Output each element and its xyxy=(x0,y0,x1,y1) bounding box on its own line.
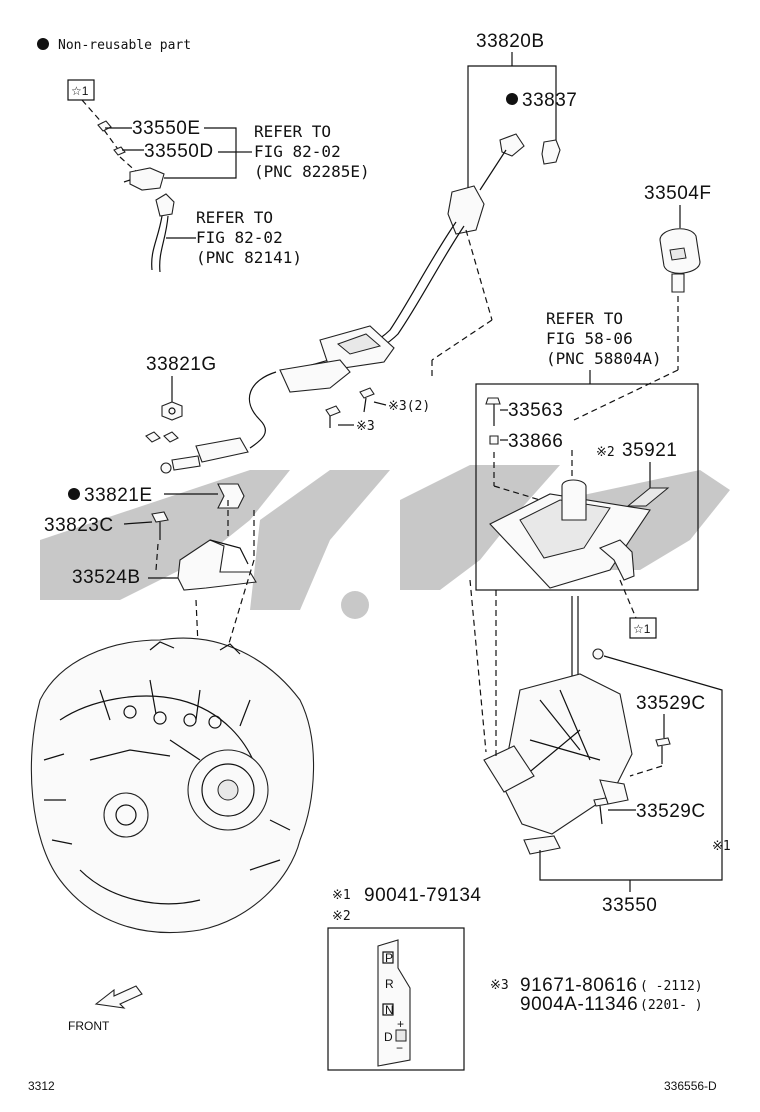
footer-right-code: 336556-D xyxy=(664,1079,717,1093)
wire-harness-icon xyxy=(151,193,175,273)
front-arrow-icon xyxy=(94,985,143,1009)
ref3-line3: (PNC 58804A) xyxy=(546,349,662,368)
note2-marker-a: ※2 xyxy=(596,445,615,460)
ref2-line3: (PNC 82141) xyxy=(196,248,302,267)
non-reusable-dot-icon xyxy=(37,38,49,50)
retainer-clip-icon xyxy=(217,483,245,509)
star1-marker-console: ☆1 xyxy=(633,622,651,636)
legend-text: Non-reusable part xyxy=(58,38,191,53)
transaxle-icon xyxy=(30,637,315,934)
bolt-icon xyxy=(325,387,375,428)
console-group-box xyxy=(475,383,699,591)
part-35921[interactable]: 35921 xyxy=(622,440,677,461)
clip-icon xyxy=(97,120,126,156)
plate-n: N xyxy=(385,1003,394,1017)
star1-box-console xyxy=(629,617,657,639)
part-33524B[interactable]: 33524B xyxy=(72,567,141,588)
indicator-plate-icon xyxy=(626,487,670,507)
footer-left-code: 3312 xyxy=(28,1079,55,1093)
ref2-line2: FIG 82-02 xyxy=(196,228,283,247)
ref3-line1: REFER TO xyxy=(546,309,623,328)
shift-console-icon xyxy=(489,479,651,589)
ref1-line1: REFER TO xyxy=(254,122,331,141)
note2-marker-b: ※2 xyxy=(332,909,351,924)
sensor-connector-icon xyxy=(123,167,165,191)
part-33823C[interactable]: 33823C xyxy=(44,515,114,536)
note1-marker-a: ※1 xyxy=(712,839,731,854)
part-33837[interactable]: 33837 xyxy=(522,90,577,111)
note3-range-a: ( -2112) xyxy=(640,979,703,994)
part-33866[interactable]: 33866 xyxy=(508,431,563,452)
note3-part-number-a: 91671-80616 xyxy=(520,975,638,996)
note3-marker-a: ※3 xyxy=(356,419,375,434)
part-33550D[interactable]: 33550D xyxy=(144,141,214,162)
shift-plate-box xyxy=(327,927,465,1071)
plate-p: P xyxy=(385,951,393,965)
part-33529C-upper[interactable]: 33529C xyxy=(636,693,706,714)
star1-marker-top: ☆1 xyxy=(71,84,89,98)
nut-icon xyxy=(145,401,183,443)
ref2-line1: REFER TO xyxy=(196,208,273,227)
screw-icon xyxy=(485,397,501,445)
part-33821E[interactable]: 33821E xyxy=(84,485,153,506)
part-33550[interactable]: 33550 xyxy=(602,895,657,916)
ref1-line2: FIG 82-02 xyxy=(254,142,341,161)
shift-cable-icon xyxy=(160,133,525,474)
note1-part-number: 90041-79134 xyxy=(364,885,482,906)
bolt-icon xyxy=(151,511,169,540)
plate-r: R xyxy=(385,977,394,991)
part-33550E[interactable]: 33550E xyxy=(132,118,201,139)
part-33563[interactable]: 33563 xyxy=(508,400,563,421)
part-33821G[interactable]: 33821G xyxy=(146,354,217,375)
non-reusable-dot-icon xyxy=(506,93,518,105)
plate-d: D xyxy=(384,1030,393,1044)
bolt-icon xyxy=(593,797,609,825)
note3-range-b: (2201- ) xyxy=(640,998,703,1013)
part-33820B[interactable]: 33820B xyxy=(476,31,545,52)
shift-knob-icon xyxy=(659,228,701,293)
note3-qty-marker: ※3(2) xyxy=(388,399,430,414)
non-reusable-dot-icon xyxy=(68,488,80,500)
part-33504F[interactable]: 33504F xyxy=(644,183,711,204)
ref1-line3: (PNC 82285E) xyxy=(254,162,370,181)
bolt-icon xyxy=(655,737,671,764)
star1-box-top xyxy=(67,79,95,101)
ref3-line2: FIG 58-06 xyxy=(546,329,633,348)
shift-plate-icon xyxy=(377,939,411,1067)
note3-marker-b: ※3 xyxy=(490,978,509,993)
plate-minus: − xyxy=(396,1041,403,1055)
note3-part-number-b: 9004A-11346 xyxy=(520,994,638,1015)
shift-lever-assembly-icon xyxy=(483,596,633,855)
note1-marker-b: ※1 xyxy=(332,888,351,903)
cable-clip-icon xyxy=(541,139,561,165)
plate-plus: + xyxy=(397,1017,404,1031)
part-33529C-lower[interactable]: 33529C xyxy=(636,801,706,822)
front-label: FRONT xyxy=(68,1019,110,1033)
bracket-icon xyxy=(177,539,257,591)
